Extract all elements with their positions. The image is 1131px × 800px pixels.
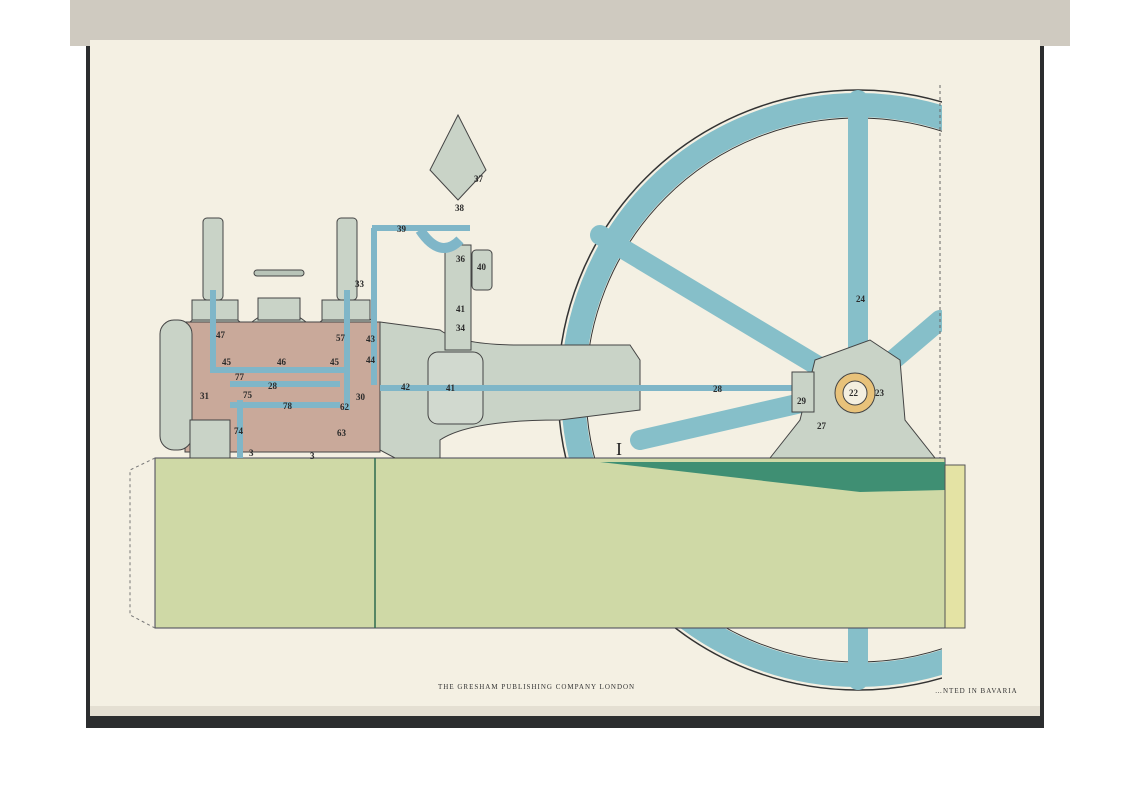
label-38: 38 [455,203,465,213]
label-78: 78 [283,401,293,411]
label-43: 43 [366,334,376,344]
label-42: 42 [401,382,411,392]
label-41b: 41 [446,383,456,393]
governor-column [444,244,472,351]
plate-number: I [616,439,622,459]
label-41a: 41 [456,304,466,314]
label-40: 40 [477,262,487,272]
publisher-line: THE GRESHAM PUBLISHING COMPANY LONDON [438,683,635,691]
label-33: 33 [355,279,365,289]
base-top-shadow [600,462,945,492]
label-3b: 3 [310,451,315,461]
label-28a: 28 [268,381,278,391]
facing-page-curl [70,0,1070,46]
label-30: 30 [356,392,366,402]
label-27: 27 [817,421,827,431]
label-47: 47 [216,330,226,340]
label-63: 63 [337,428,347,438]
label-62: 62 [340,402,350,412]
label-77: 77 [235,372,245,382]
label-57: 57 [336,333,346,343]
label-22: 22 [849,388,859,398]
printed-in-line: …NTED IN BAVARIA [935,687,1018,695]
cylinder-cover [159,319,193,451]
label-45a: 45 [222,357,232,367]
governor-weight [471,249,493,291]
label-29: 29 [797,396,807,406]
label-44: 44 [366,355,376,365]
base-tab-left [129,457,156,629]
label-74: 74 [234,426,244,436]
label-23: 23 [875,388,885,398]
label-37: 37 [474,174,484,184]
label-36: 36 [456,254,466,264]
label-39: 39 [397,224,407,234]
crank-head [791,371,815,413]
page-edge [90,706,1040,716]
base-flap [944,464,966,629]
label-28b: 28 [713,384,723,394]
label-24: 24 [856,294,866,304]
label-34: 34 [456,323,466,333]
label-45b: 45 [330,357,340,367]
governor-lever [415,227,464,253]
label-75: 75 [243,390,253,400]
label-46: 46 [277,357,287,367]
label-3a: 3 [249,448,254,458]
part-labels: 47 57 43 45 46 45 44 77 28 31 75 78 30 6… [200,174,885,461]
governor [429,113,487,201]
rods [210,225,800,458]
label-31: 31 [200,391,210,401]
